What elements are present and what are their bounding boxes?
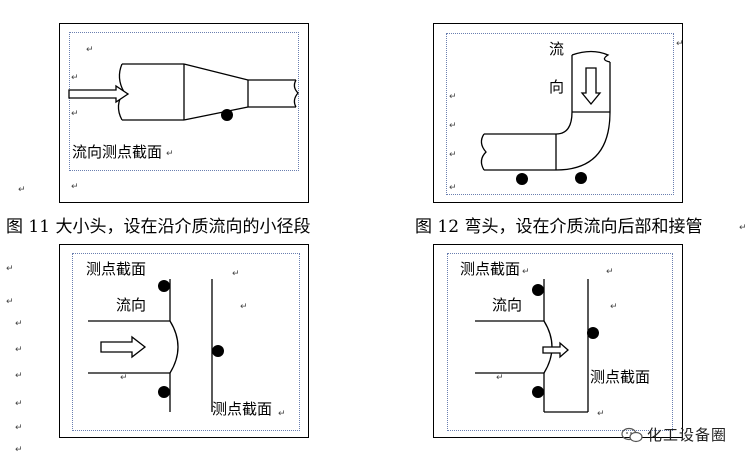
- measure-point: [158, 280, 170, 292]
- watermark: 化工设备圈: [621, 424, 727, 445]
- paragraph-mark: ↵: [15, 319, 23, 329]
- paragraph-mark: ↵: [240, 302, 248, 312]
- paragraph-mark: ↵: [449, 92, 457, 102]
- paragraph-mark: ↵: [676, 39, 684, 49]
- measure-point: [587, 327, 599, 339]
- measure-point: [532, 284, 544, 296]
- paragraph-mark: ↵: [71, 109, 79, 119]
- paragraph-mark: ↵: [15, 345, 23, 355]
- measure-point: [212, 345, 224, 357]
- figure-14-label-section-top: 测点截面: [460, 260, 521, 278]
- paragraph-mark: ↵: [15, 399, 23, 409]
- figure-13-label-flow: 流向: [116, 296, 147, 314]
- paragraph-mark: ↵: [522, 267, 530, 277]
- figure-13-inner-border: [72, 253, 300, 431]
- paragraph-mark: ↵: [71, 73, 79, 83]
- figure-12-inner-border: [446, 33, 674, 195]
- measure-point: [516, 173, 528, 185]
- measure-point: [158, 386, 170, 398]
- figure-14-frame: [433, 244, 683, 438]
- paragraph-mark: ↵: [71, 182, 79, 192]
- figure-11-caption: 图 11 大小头，设在沿介质流向的小径段: [6, 217, 311, 237]
- figure-14-label-flow: 流向: [492, 296, 523, 314]
- figure-11-inner-border: [69, 32, 299, 171]
- paragraph-mark: ↵: [232, 269, 240, 279]
- measure-point: [221, 109, 233, 121]
- paragraph-mark: ↵: [449, 121, 457, 131]
- measure-point: [575, 172, 587, 184]
- figure-12-caption: 图 12 弯头，设在介质流向后部和接管: [415, 217, 703, 237]
- watermark-text: 化工设备圈: [646, 426, 727, 444]
- figure-12-label-flow-1: 流: [549, 40, 565, 58]
- paragraph-mark: ↵: [15, 423, 23, 433]
- figure-13-frame: [59, 244, 309, 438]
- paragraph-mark: ↵: [739, 223, 747, 233]
- paragraph-mark: ↵: [496, 373, 504, 383]
- paragraph-mark: ↵: [18, 185, 26, 195]
- figure-12-frame: [433, 23, 683, 203]
- figure-14-inner-border: [447, 253, 673, 431]
- figure-14-label-section-bottom: 测点截面: [590, 368, 651, 386]
- paragraph-mark: ↵: [606, 267, 614, 277]
- paragraph-mark: ↵: [6, 264, 14, 274]
- figure-12-label-flow-2: 向: [549, 78, 565, 96]
- figure-13-label-section-top: 测点截面: [86, 260, 147, 278]
- figure-13-label-section-bottom: 测点截面: [212, 400, 273, 418]
- paragraph-mark: ↵: [6, 297, 14, 307]
- chat-bubble-icon: [621, 427, 643, 443]
- paragraph-mark: ↵: [120, 373, 128, 383]
- measure-point: [532, 386, 544, 398]
- figure-11-label-flow-section: 流向测点截面: [72, 143, 163, 161]
- paragraph-mark: ↵: [449, 150, 457, 160]
- paragraph-mark: ↵: [86, 45, 94, 55]
- paragraph-mark: ↵: [610, 302, 618, 312]
- paragraph-mark: ↵: [449, 183, 457, 193]
- paragraph-mark: ↵: [166, 149, 174, 159]
- paragraph-mark: ↵: [15, 371, 23, 381]
- paragraph-mark: ↵: [15, 445, 23, 455]
- paragraph-mark: ↵: [278, 409, 286, 419]
- paragraph-mark: ↵: [597, 409, 605, 419]
